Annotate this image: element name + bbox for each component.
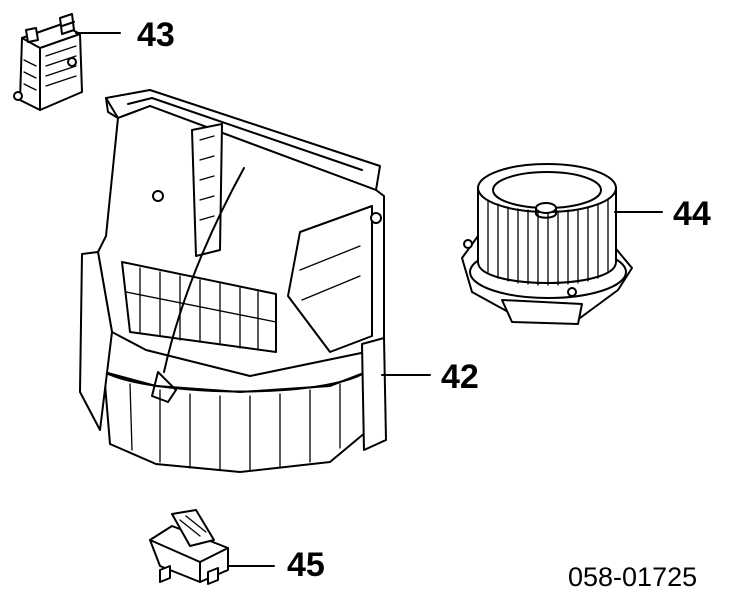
callout-44: 44 <box>673 195 711 233</box>
heater-housing-icon <box>79 89 387 473</box>
resistor-icon <box>149 509 229 585</box>
blower-fan-icon <box>461 163 633 325</box>
actuator-icon <box>13 13 83 111</box>
reference-code: 058-01725 <box>568 562 697 592</box>
callout-42: 42 <box>441 358 479 396</box>
callout-43: 43 <box>137 16 175 54</box>
callout-45: 45 <box>287 546 325 584</box>
